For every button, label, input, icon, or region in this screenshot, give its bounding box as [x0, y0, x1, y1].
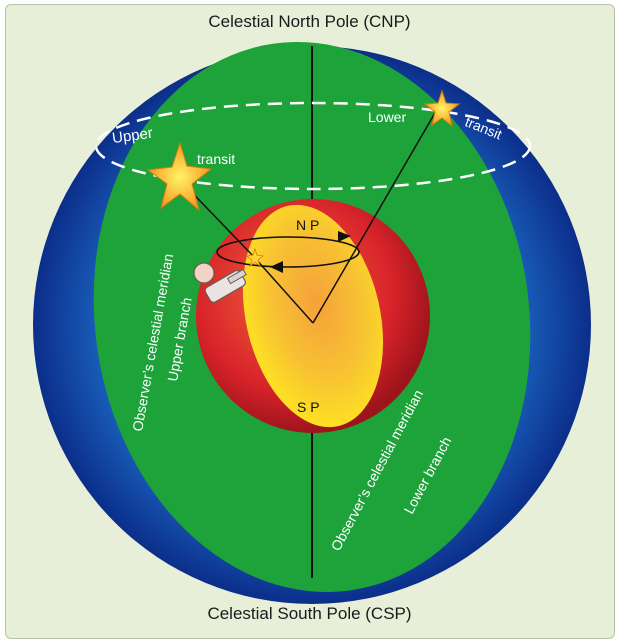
upper-transit-label-2: transit — [197, 151, 235, 167]
upper-transit-label: Upper — [111, 125, 154, 148]
star-icon — [423, 89, 461, 128]
star-icon — [146, 141, 213, 212]
lower-transit-line — [312, 105, 440, 324]
lower-transit-label: Lower — [368, 109, 406, 125]
north-pole-label: N P — [296, 217, 319, 233]
observer-icon — [193, 262, 247, 303]
title-csp: Celestial South Pole (CSP) — [207, 604, 412, 623]
rotation-ellipse — [216, 236, 360, 268]
diurnal-circle — [94, 101, 532, 191]
rotation-arrow-right — [338, 231, 351, 242]
rotation-arrow-left — [270, 261, 283, 273]
observer-line — [254, 257, 314, 324]
star-icon — [246, 247, 264, 268]
south-pole-label: S P — [297, 399, 320, 415]
title-cnp: Celestial North Pole (CNP) — [208, 12, 411, 31]
